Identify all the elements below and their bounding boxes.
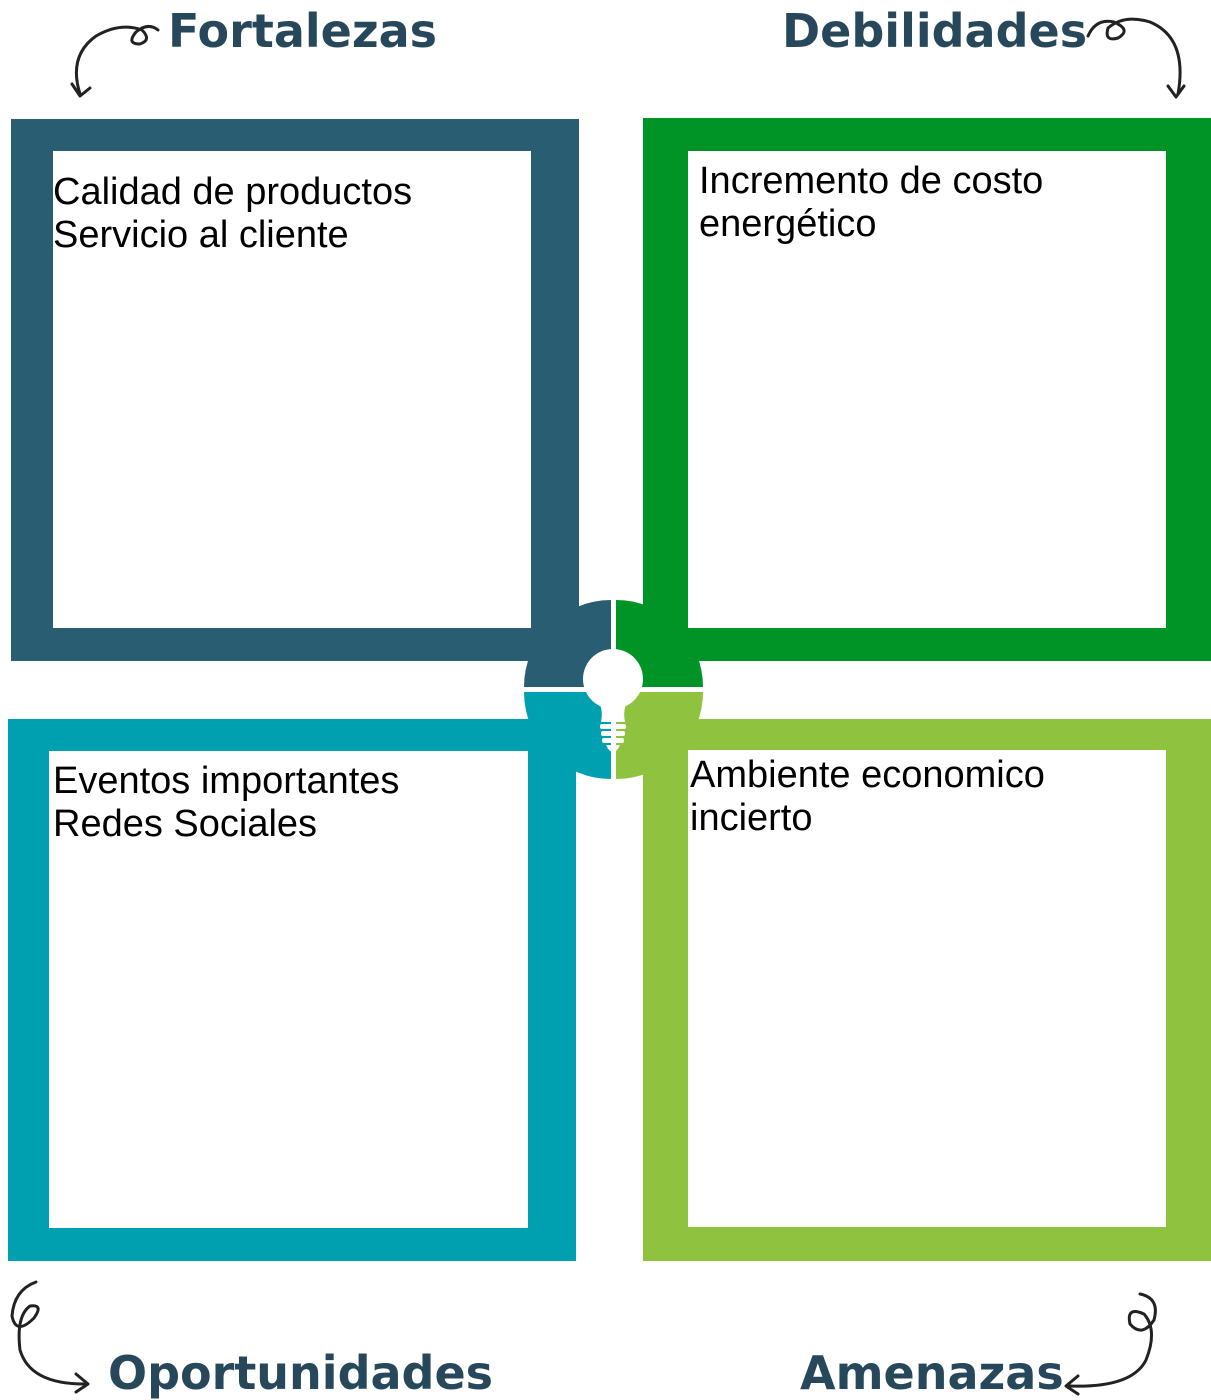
- debilidades-line-1: Incremento de costo: [699, 160, 1044, 202]
- lightbulb-icon: [583, 649, 643, 752]
- oportunidades-box: [8, 719, 576, 1261]
- oportunidades-line-2: Redes Sociales: [53, 803, 318, 845]
- fortalezas-title: Fortalezas: [168, 4, 438, 58]
- amenazas-line-2: incierto: [690, 797, 813, 839]
- debilidades-line-2: energético: [699, 203, 877, 245]
- oportunidades-content: Eventos importantes Redes Sociales: [53, 760, 399, 846]
- debilidades-box: [643, 118, 1211, 661]
- fortalezas-line-1: Calidad de productos: [53, 171, 413, 213]
- debilidades-title: Debilidades: [782, 4, 1088, 58]
- curly-arrow-icon: [1064, 1292, 1157, 1396]
- curly-arrow-icon: [1086, 17, 1186, 99]
- fortalezas-box: [11, 119, 579, 661]
- amenazas-box: [643, 719, 1211, 1261]
- fortalezas-content: Calidad de productos Servicio al cliente: [53, 171, 412, 257]
- curly-arrow-icon: [10, 1280, 90, 1394]
- amenazas-title: Amenazas: [800, 1346, 1064, 1400]
- oportunidades-line-1: Eventos importantes: [53, 760, 400, 802]
- debilidades-content: Incremento de costo energético: [699, 160, 1043, 246]
- hub-segment-amenazas: [616, 692, 703, 779]
- fortalezas-line-2: Servicio al cliente: [53, 214, 349, 256]
- curly-arrow-icon: [70, 25, 160, 98]
- amenazas-line-1: Ambiente economico: [690, 754, 1045, 796]
- oportunidades-title: Oportunidades: [108, 1346, 494, 1400]
- hub-segment-oportunidades: [524, 692, 611, 779]
- amenazas-content: Ambiente economico incierto: [690, 754, 1045, 840]
